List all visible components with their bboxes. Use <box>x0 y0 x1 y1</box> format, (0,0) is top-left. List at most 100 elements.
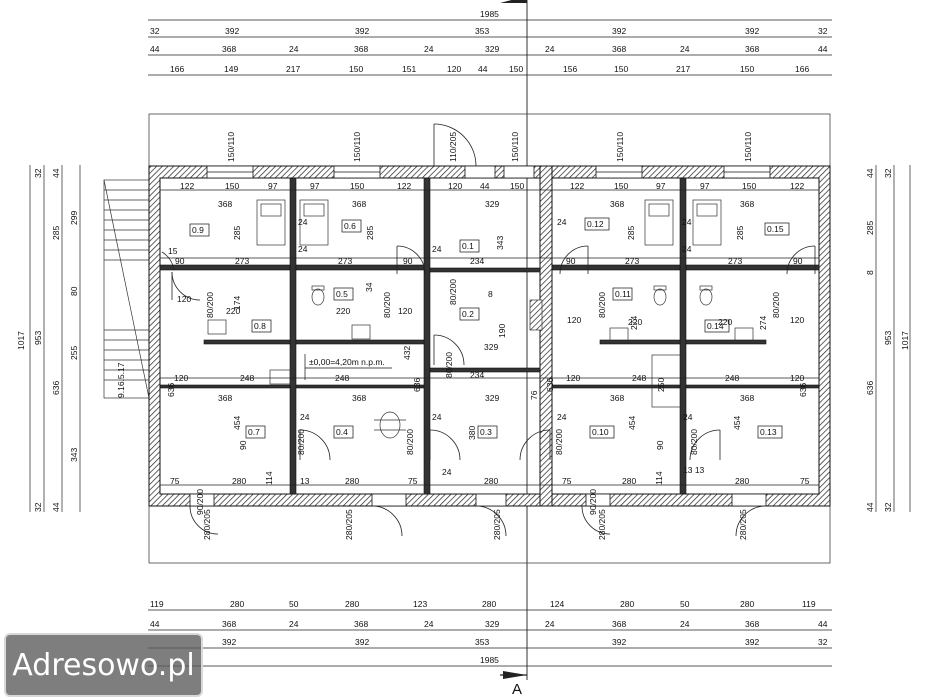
dim-label: 280 <box>484 476 498 486</box>
dim-label: 285 <box>626 226 636 240</box>
dim-label: 44 <box>865 502 875 512</box>
dim-label: 454 <box>732 416 742 430</box>
dim-label: 392 <box>612 637 626 647</box>
dim-label: 24 <box>557 217 567 227</box>
dim-label: 280/205 <box>738 509 748 540</box>
dim-label: 50 <box>680 599 690 609</box>
room-label: 0.6 <box>344 221 356 231</box>
dim-label: 75 <box>800 476 810 486</box>
dim-label: 80/200 <box>205 292 215 318</box>
dim-label: 280/205 <box>202 509 212 540</box>
dim-label: 166 <box>170 64 184 74</box>
dim-label: 280 <box>232 476 246 486</box>
dim-label: 280 <box>345 476 359 486</box>
dim-label: 329 <box>485 199 499 209</box>
dim-label: 368 <box>354 44 368 54</box>
right-dimensions: 44 285 8 636 44 32 953 32 1017 <box>865 168 910 512</box>
dim-label: 90 <box>793 256 803 266</box>
bottom-dimensions: 119 280 50 280 123 280 124 280 50 280 11… <box>150 599 828 665</box>
dim-label: 44 <box>818 619 828 629</box>
dim-label: 97 <box>656 181 666 191</box>
dim-label: 190 <box>497 324 507 338</box>
dim-label: 368 <box>745 619 759 629</box>
section-mark-label: A <box>512 681 522 698</box>
dim-label: 368 <box>352 199 366 209</box>
dim-label: 280/205 <box>344 509 354 540</box>
dim-label: 299 <box>69 211 79 225</box>
dim-label: 285 <box>365 226 375 240</box>
dim-label: 114 <box>264 471 274 485</box>
section-line: A <box>500 0 528 698</box>
dim-label: 234 <box>470 256 484 266</box>
dim-label: 32 <box>883 502 893 512</box>
dim-label: 80/200 <box>689 429 699 455</box>
dim-label: 150/110 <box>615 132 625 162</box>
dim-label: 24 <box>683 412 693 422</box>
dim-label: 280 <box>482 599 496 609</box>
dim-label: 80/200 <box>771 292 781 318</box>
dim-label: 150 <box>509 64 523 74</box>
dim-label: 90/200 <box>588 489 598 515</box>
dim-label: 380 <box>467 426 477 440</box>
dim-label: 250 <box>656 378 666 392</box>
dim-label: 150/110 <box>226 132 236 162</box>
room-label: 0.12 <box>587 219 604 229</box>
dim-label: 122 <box>790 181 804 191</box>
elevation-label: ±0,00=4,20m n.p.m. <box>309 357 385 367</box>
dim-label: 120 <box>566 373 580 383</box>
dim-label: 392 <box>225 26 239 36</box>
dim-label: 114 <box>654 471 664 485</box>
dim-label: 90 <box>403 256 413 266</box>
room-label: 0.15 <box>767 224 784 234</box>
dim-label: 80/200 <box>382 292 392 318</box>
dim-label: 636 <box>166 383 176 397</box>
dim-label: 150 <box>350 181 364 191</box>
dim-label: 151 <box>402 64 416 74</box>
dim-label: 24 <box>545 619 555 629</box>
dim-label: 24 <box>300 412 310 422</box>
room-label: 0.13 <box>760 427 777 437</box>
room-label: 0.14 <box>707 321 724 331</box>
dim-label: 24 <box>289 619 299 629</box>
dim-label: 368 <box>222 44 236 54</box>
dim-label: 24 <box>680 619 690 629</box>
dim-label: 285 <box>735 226 745 240</box>
dim-label: 32 <box>818 26 828 36</box>
dim-label: 90 <box>655 440 665 450</box>
dim-label: 8 <box>488 289 493 299</box>
dim-label: 32 <box>33 502 43 512</box>
dim-label: 24 <box>424 619 434 629</box>
dim-label: 97 <box>310 181 320 191</box>
interior-dimensions: 122 150 97 97 150 122 120 44 150 122 150… <box>116 181 810 515</box>
dim-label: 75 <box>170 476 180 486</box>
dim-label: 432 <box>402 346 412 360</box>
dim-label: 119 <box>150 599 164 609</box>
dim-label: 274 <box>629 316 639 330</box>
room-label: 0.8 <box>254 321 266 331</box>
dim-label: 636 <box>545 378 555 392</box>
exterior-walls <box>148 165 831 507</box>
dim-label: 156 <box>563 64 577 74</box>
dim-label: 166 <box>795 64 809 74</box>
dim-label: 280 <box>735 476 749 486</box>
dim-label: 120 <box>447 64 461 74</box>
dim-label: 13 13 <box>683 465 705 475</box>
dim-label: 90 <box>175 256 185 266</box>
dim-label: 329 <box>484 342 498 352</box>
dim-label: 97 <box>700 181 710 191</box>
dim-label: 75 <box>408 476 418 486</box>
dim-label: 150/110 <box>352 132 362 162</box>
dim-label: 44 <box>478 64 488 74</box>
dim-label: 44 <box>51 502 61 512</box>
dim-label: 122 <box>570 181 584 191</box>
dim-label: 44 <box>51 168 61 178</box>
dim-label: 280/205 <box>597 509 607 540</box>
dim-label: 120 <box>177 294 191 304</box>
dim-label: 285 <box>865 221 875 235</box>
dim-label: 32 <box>33 168 43 178</box>
dim-label: 273 <box>235 256 249 266</box>
dim-label: 285 <box>232 226 242 240</box>
dim-label: 392 <box>612 26 626 36</box>
dim-label: 24 <box>289 44 299 54</box>
